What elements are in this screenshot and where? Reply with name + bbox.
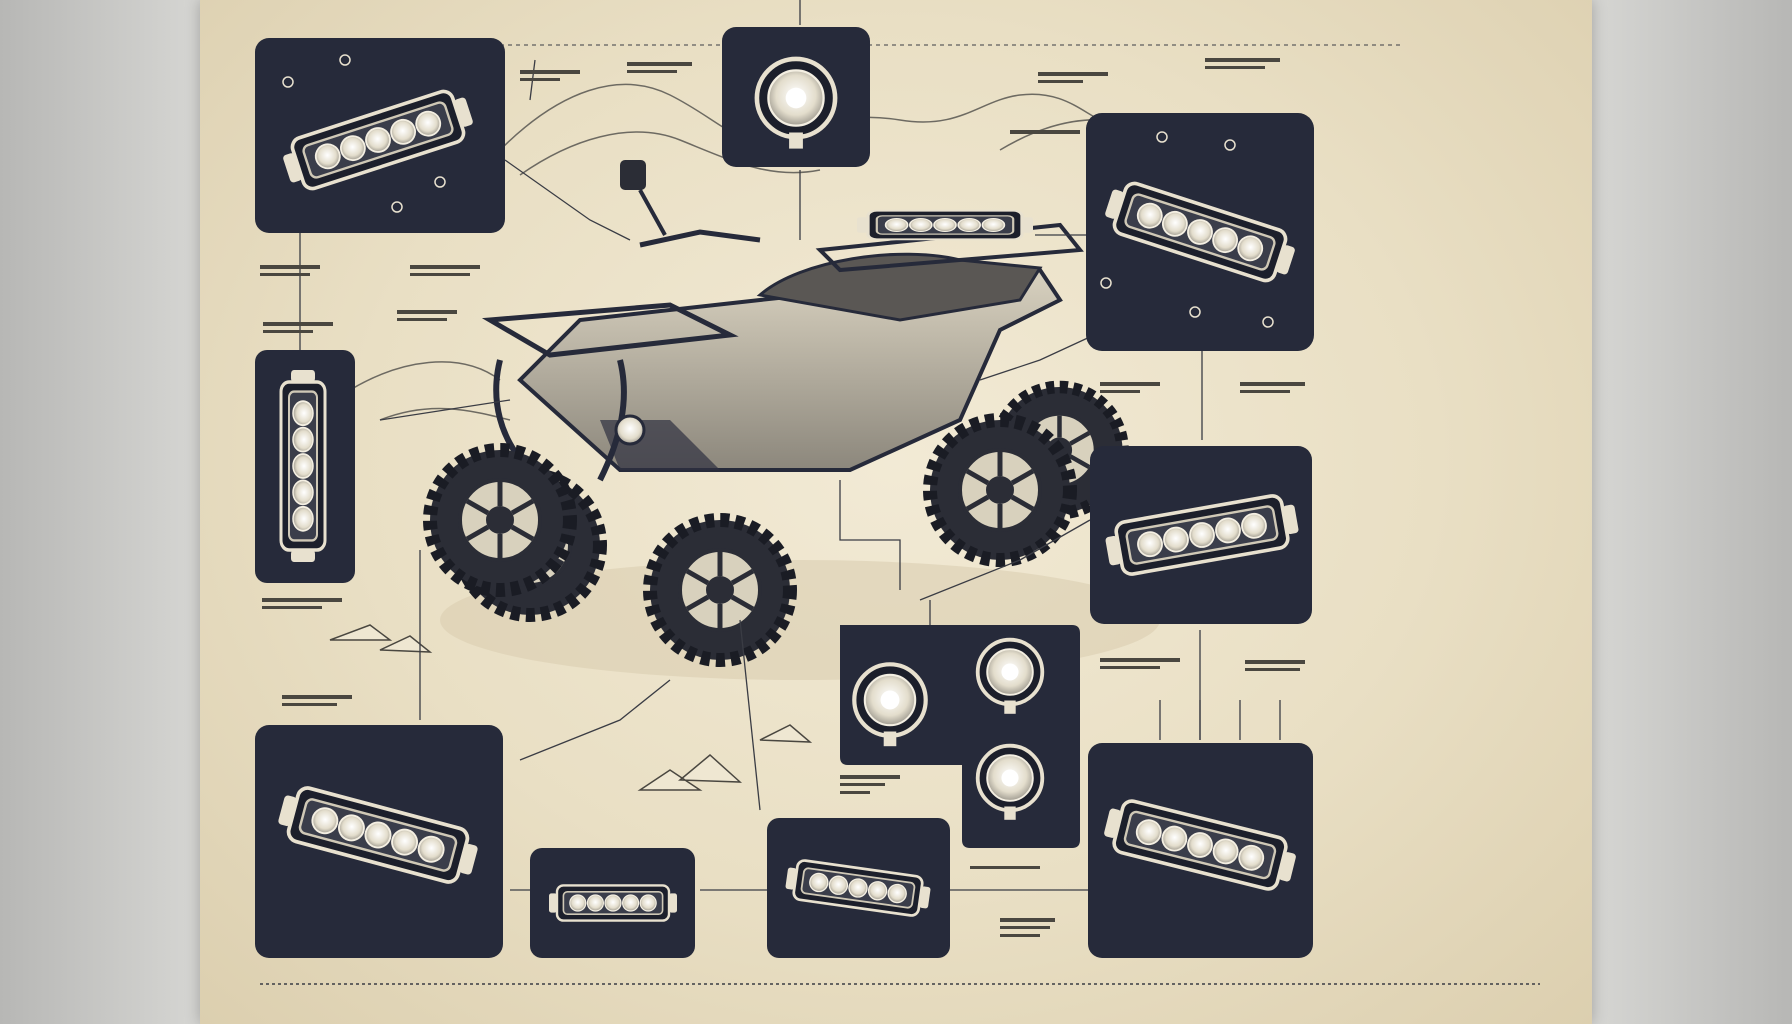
diagram-poster (200, 0, 1592, 1024)
panel-right-middle-light-bar (1090, 446, 1312, 624)
roof-light-bar-icon (855, 209, 1035, 241)
panel-bottom-left-light-bar (255, 725, 503, 958)
panel-bottom-small-light-bar (530, 848, 695, 958)
panel-right-upper-light-pod (1086, 113, 1314, 351)
panel-bottom-center-light-bar (767, 818, 950, 958)
panel-center-fog-lights (840, 625, 1080, 848)
atv-quad-icon (430, 160, 1123, 660)
panel-top-center-spotlight (722, 27, 870, 167)
panel-bottom-right-light-bar (1088, 743, 1313, 958)
panel-top-left-light-bar (255, 38, 505, 233)
illegible-label-marks (260, 58, 1305, 937)
left-gray-backdrop (0, 0, 200, 1024)
right-gray-backdrop (1592, 0, 1792, 1024)
diagram-canvas (255, 0, 1540, 985)
vertical-light-bar-icon (279, 368, 327, 564)
panel-left-vertical-light-bar (255, 350, 355, 583)
led-light-bar-icon (547, 884, 679, 922)
